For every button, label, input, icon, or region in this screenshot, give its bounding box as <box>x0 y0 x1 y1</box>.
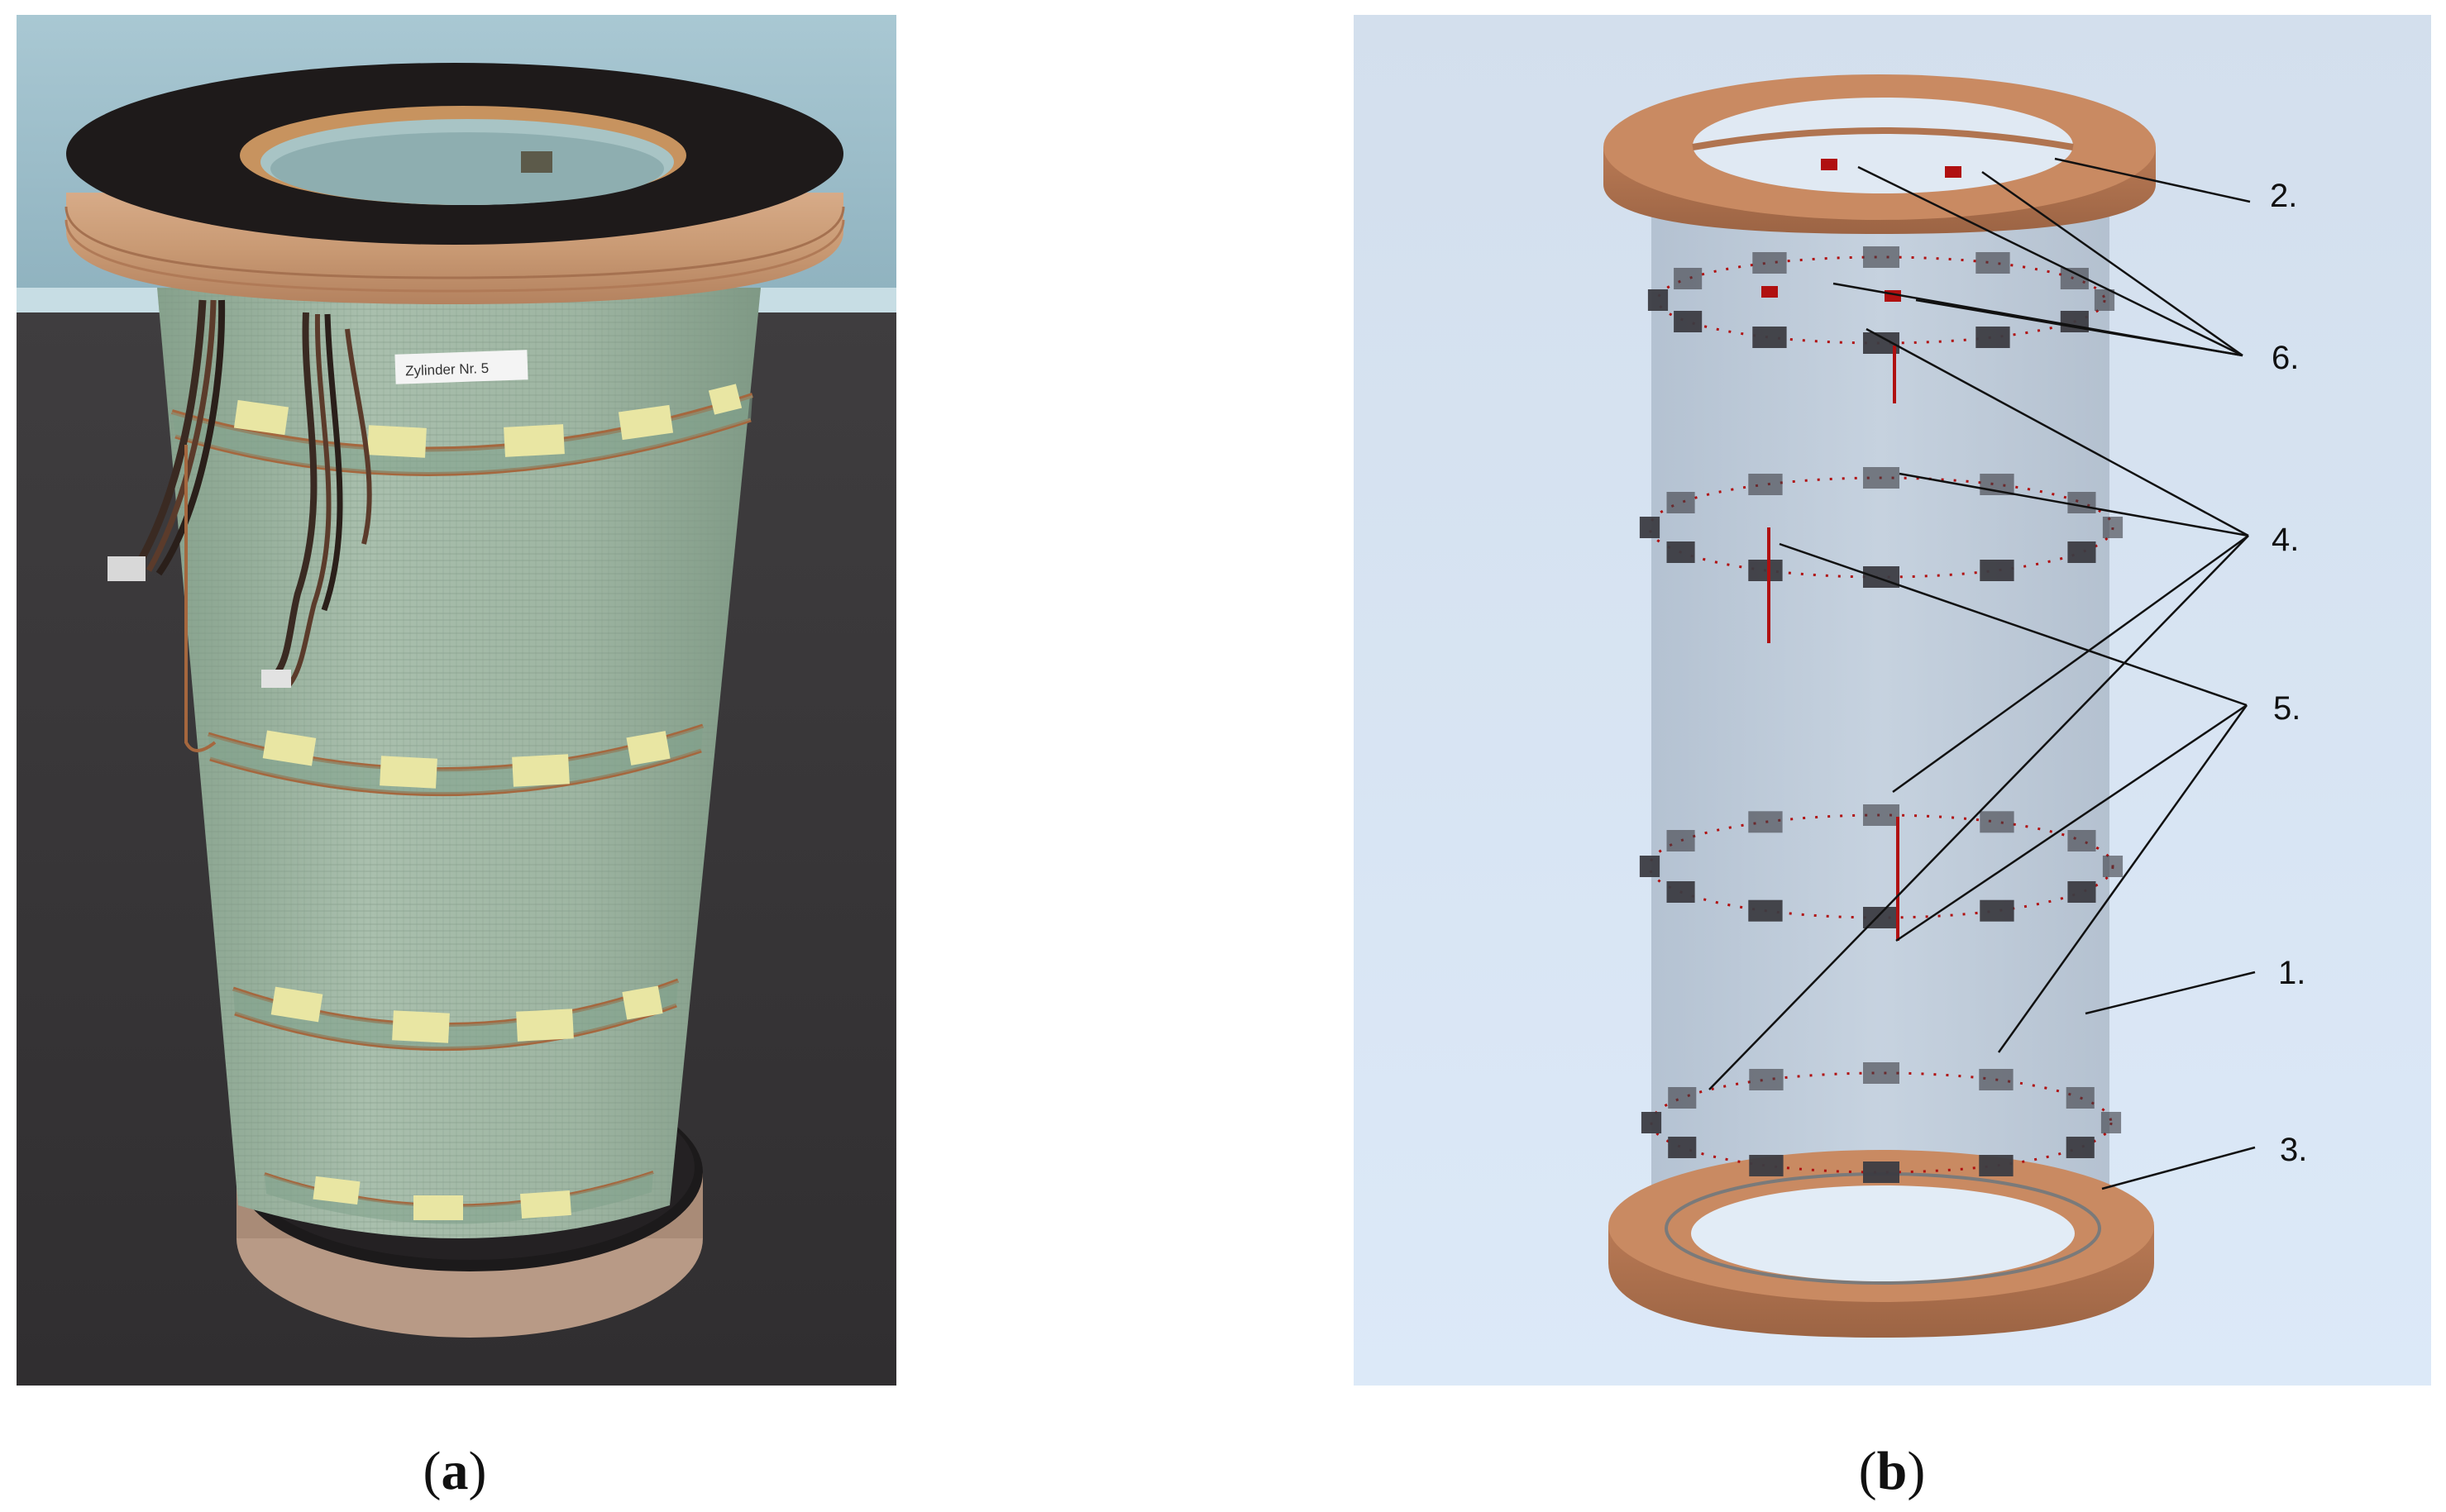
sensor-band-4 <box>264 1171 654 1224</box>
bottom-wooden-ring <box>1608 1150 2154 1338</box>
label-6: 6. <box>2272 340 2299 376</box>
sensor-pad <box>1748 474 1783 495</box>
cylinder-photo: Zylinder Nr. 5 <box>17 15 896 1386</box>
top-wooden-ring <box>1603 74 2156 234</box>
sensor-pad <box>1863 467 1899 489</box>
sensor-pad <box>2067 541 2096 563</box>
connector-marker <box>1821 159 1837 170</box>
sensor-pad <box>1980 811 2014 833</box>
sensor-pad <box>1863 1062 1899 1084</box>
sensor-pad <box>1666 881 1695 903</box>
caption-a: (a) <box>423 1440 487 1503</box>
sensor-pad <box>1752 252 1787 274</box>
sensor-pad <box>1863 804 1899 826</box>
caption-a-letter: a <box>441 1441 469 1501</box>
cylinder-sticker: Zylinder Nr. 5 <box>394 350 528 384</box>
label-2: 2. <box>2270 178 2297 214</box>
sensor-pad <box>2100 1112 2122 1133</box>
sensor-band-3 <box>232 978 679 1052</box>
sensor-pad <box>1674 268 1703 289</box>
sensor-pad <box>1639 517 1660 538</box>
sensor-pad <box>1975 327 2010 348</box>
sensor-pad <box>1674 311 1703 332</box>
sensor-pad <box>1749 1155 1784 1176</box>
sensor-pad <box>2067 492 2096 513</box>
sensor-pad <box>1641 1112 1662 1133</box>
sensor-pad <box>2066 1137 2095 1158</box>
sensor-pad <box>1979 1155 2014 1176</box>
label-3: 3. <box>2280 1132 2307 1168</box>
cable-bundle <box>107 299 372 752</box>
sensor-pad <box>1748 811 1783 833</box>
label-4: 4. <box>2272 522 2299 558</box>
label-5: 5. <box>2273 690 2300 727</box>
sensor-band-1 <box>171 384 753 476</box>
sensor-pad <box>1666 830 1695 851</box>
connector-marker <box>1945 166 1961 178</box>
sensor-pad <box>1748 560 1783 581</box>
photo-panel: Zylinder Nr. 5 <box>17 15 896 1386</box>
sensor-pad <box>1748 899 1783 922</box>
caption-a-open: ( <box>423 1441 442 1501</box>
sensor-pad <box>1980 899 2014 922</box>
sensor-pad <box>1647 289 1669 311</box>
caption-b-letter: b <box>1876 1441 1908 1501</box>
sensor-pad <box>1666 492 1695 513</box>
sensor-pad <box>1666 541 1695 563</box>
sensor-band-2 <box>208 723 704 797</box>
sensor-pad <box>1639 856 1660 877</box>
sensor-pad <box>2067 881 2096 903</box>
cylinder-cad-render: 1. 2. 3. 4. 5. 6. <box>1354 15 2431 1386</box>
sensor-pad <box>1975 252 2010 274</box>
leader-lines <box>1708 157 2256 1190</box>
sensor-pad <box>2102 517 2124 538</box>
top-ring <box>64 63 845 304</box>
sensor-pad <box>2066 1087 2095 1109</box>
sensor-pad <box>1863 1161 1899 1183</box>
sensor-pad <box>1979 1069 2014 1090</box>
caption-b-close: ) <box>1907 1441 1926 1501</box>
sensor-bands <box>171 384 753 1224</box>
sensor-pad <box>2067 830 2096 851</box>
sensor-pad <box>1668 1087 1697 1109</box>
sensor-pad <box>1752 327 1787 348</box>
part-labels: 1. 2. 3. 4. 5. 6. <box>2270 178 2307 1168</box>
sensor-pad <box>1863 566 1899 588</box>
sticker-text: Zylinder Nr. 5 <box>405 360 490 379</box>
sensor-pad <box>2094 289 2115 311</box>
sensor-pad <box>1980 560 2014 581</box>
sensor-pad <box>1668 1137 1697 1158</box>
connector-marker <box>1761 286 1778 298</box>
label-1: 1. <box>2278 955 2305 991</box>
caption-a-close: ) <box>468 1441 487 1501</box>
sensor-rings <box>1639 159 2124 1183</box>
caption-b: (b) <box>1859 1440 1926 1503</box>
caption-b-open: ( <box>1858 1441 1877 1501</box>
sensor-pad <box>2102 856 2124 877</box>
transparent-tube <box>1651 188 2109 1189</box>
connector-wires <box>1767 346 1899 941</box>
sensor-pad <box>1749 1069 1784 1090</box>
cad-panel: 1. 2. 3. 4. 5. 6. <box>1354 15 2431 1386</box>
sensor-pad <box>1863 246 1899 268</box>
